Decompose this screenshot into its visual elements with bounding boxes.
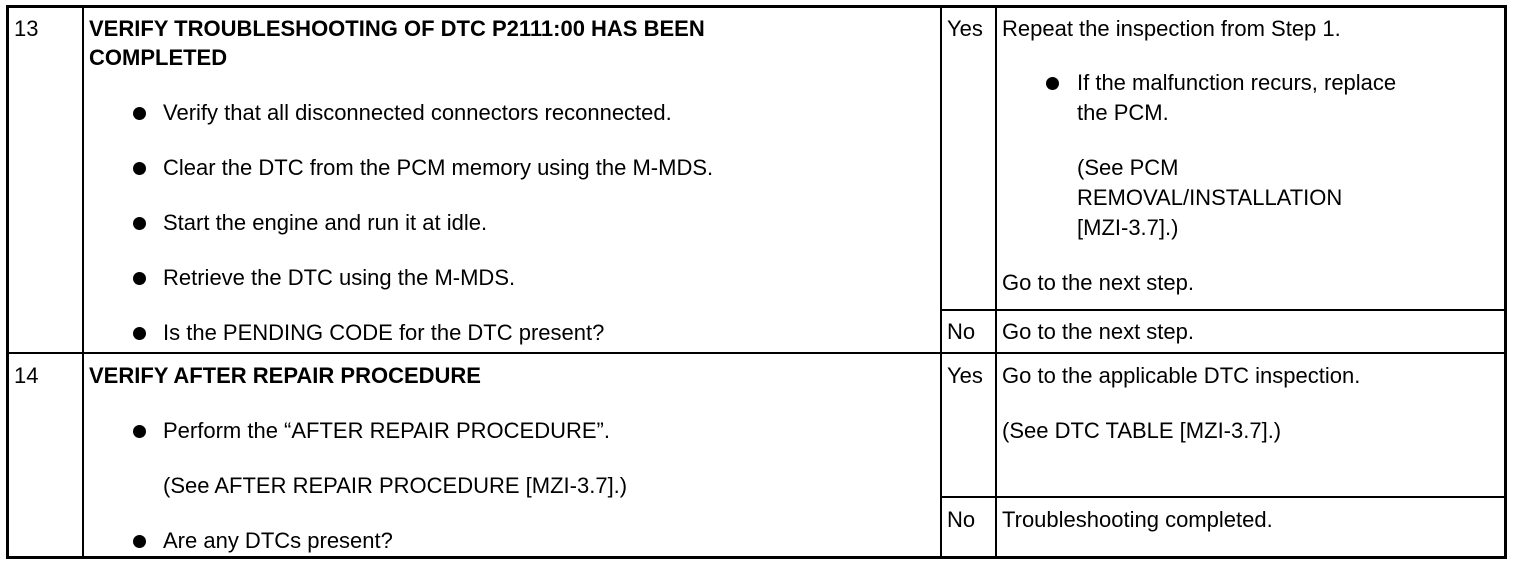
- step-13-yes-see-line-3: [MZI-3.7].): [1077, 215, 1179, 240]
- step-13-yes-see-line-1: (See PCM: [1077, 155, 1179, 180]
- step-13-yes-next: Go to the next step.: [1002, 270, 1195, 295]
- bullet-icon: [133, 107, 146, 120]
- step-13-yes-label: Yes: [947, 16, 983, 41]
- step-14-yes-reference: (See DTC TABLE [MZI-3.7].): [1002, 418, 1282, 443]
- bullet-icon: [133, 327, 146, 340]
- step-14-number: 14: [14, 363, 39, 388]
- step-14-title: VERIFY AFTER REPAIR PROCEDURE: [89, 363, 481, 388]
- divider-action-column: [940, 6, 942, 558]
- divider-step13-yes-no: [940, 309, 1506, 311]
- step-14-yes-text: Go to the applicable DTC inspection.: [1002, 363, 1361, 388]
- divider-step14-yes-no: [940, 496, 1506, 498]
- step-13-yes-see-line-2: REMOVAL/INSTALLATION: [1077, 185, 1343, 210]
- step-13-title-line-2: COMPLETED: [89, 45, 228, 70]
- step-14-no-text: Troubleshooting completed.: [1002, 507, 1273, 532]
- step-13-no-label: No: [947, 319, 976, 344]
- step-13-yes-bullet-line-2: the PCM.: [1077, 100, 1169, 125]
- table-border: [6, 5, 1507, 559]
- bullet-icon: [1046, 77, 1059, 90]
- bullet-icon: [133, 272, 146, 285]
- divider-answer-column: [995, 6, 997, 558]
- step-14-no-label: No: [947, 507, 976, 532]
- bullet-icon: [133, 217, 146, 230]
- step-13-action-3: Start the engine and run it at idle.: [163, 210, 488, 235]
- step-13-yes-bullet-line-1: If the malfunction recurs, replace: [1077, 70, 1397, 95]
- step-13-no-text: Go to the next step.: [1002, 319, 1195, 344]
- step-13-action-2: Clear the DTC from the PCM memory using …: [163, 155, 714, 180]
- step-13-action-1: Verify that all disconnected connectors …: [163, 100, 672, 125]
- step-13-action-5: Is the PENDING CODE for the DTC present?: [163, 320, 605, 345]
- step-13-action-4: Retrieve the DTC using the M-MDS.: [163, 265, 516, 290]
- step-14-action-1-reference: (See AFTER REPAIR PROCEDURE [MZI-3.7].): [163, 473, 628, 498]
- step-14-action-2: Are any DTCs present?: [163, 528, 393, 553]
- step-14-action-1: Perform the “AFTER REPAIR PROCEDURE”.: [163, 418, 610, 443]
- divider-step-rows: [6, 352, 1506, 354]
- divider-number-column: [82, 6, 84, 558]
- step-13-number: 13: [14, 16, 39, 41]
- bullet-icon: [133, 535, 146, 548]
- bullet-icon: [133, 162, 146, 175]
- step-13-title-line-1: VERIFY TROUBLESHOOTING OF DTC P2111:00 H…: [89, 16, 705, 41]
- bullet-icon: [133, 425, 146, 438]
- step-14-yes-label: Yes: [947, 363, 983, 388]
- step-13-yes-text: Repeat the inspection from Step 1.: [1002, 16, 1341, 41]
